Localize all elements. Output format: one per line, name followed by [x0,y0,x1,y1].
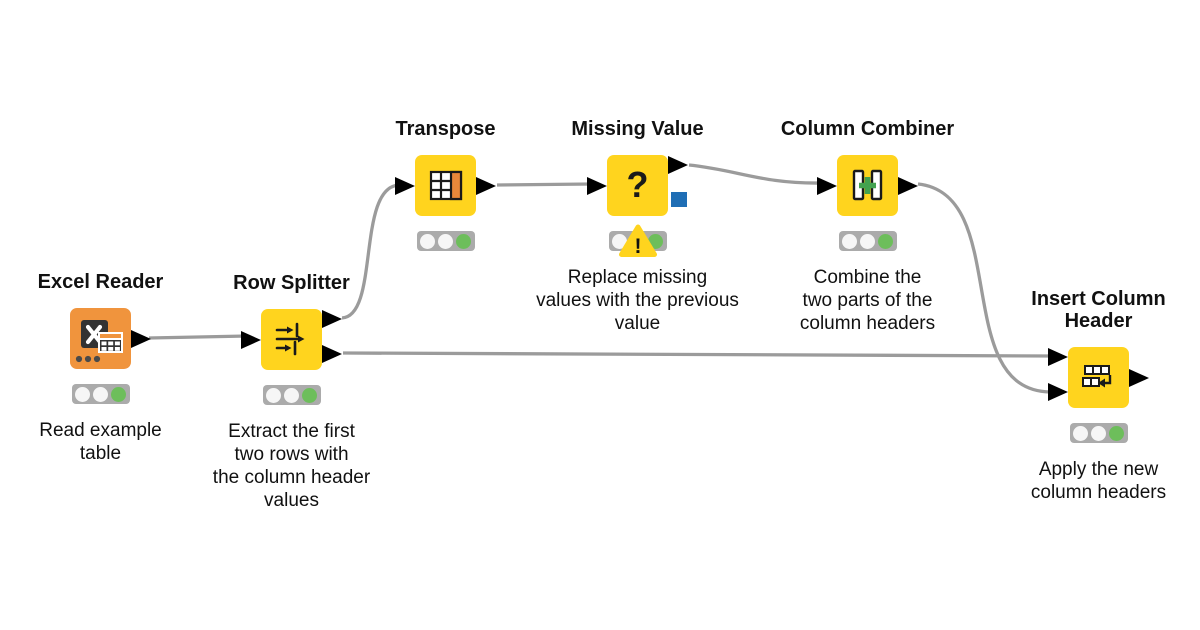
traffic-light: ! [608,224,667,258]
node-title: Excel Reader [37,271,164,293]
node-title: Row Splitter [233,272,350,294]
node-title: Column Combiner [780,118,955,140]
status-light [93,386,108,402]
input-port-bottom[interactable] [1048,383,1068,401]
input-port[interactable] [241,330,261,349]
input-port[interactable] [817,176,837,195]
node-title: Missing Value [571,118,704,140]
node-insert-column-header[interactable]: Insert Column Header Apply the new colum… [1031,288,1166,503]
status-light [456,233,471,249]
status-light [1073,425,1088,441]
status-light [420,233,435,249]
output-port[interactable] [131,329,151,348]
output-port-bottom[interactable] [322,345,342,363]
traffic-light [416,231,475,251]
status-light [75,386,90,402]
node-row-splitter[interactable]: Row Splitter Extract the first two rows … [213,272,370,511]
node-transpose[interactable]: Transpose [395,118,496,251]
status-light [648,233,663,249]
status-light [878,233,893,249]
node-description: Extract the first two rows with the colu… [212,421,371,511]
status-light [842,233,857,249]
column-combiner-icon [852,169,883,201]
model-output-port[interactable] [671,192,687,207]
svg-text:!: ! [634,235,641,258]
excel-reader-icon [75,320,123,363]
output-port[interactable] [898,176,918,195]
connection-rowsplitter-insertheader[interactable] [342,351,1051,358]
connection-transpose-missingvalue[interactable] [496,182,593,187]
status-light [438,233,453,249]
connection-rowsplitter-transpose[interactable] [341,183,401,320]
traffic-light [262,385,321,405]
warning-icon: ! [618,224,657,258]
input-port[interactable] [395,176,415,195]
node-title: Transpose [395,118,496,140]
connection-missingvalue-columncombiner[interactable] [688,163,823,185]
connection-excelreader-rowsplitter[interactable] [148,334,248,340]
output-port[interactable] [668,156,688,174]
connection-columncombiner-insertheader[interactable] [917,182,1051,394]
output-port[interactable] [1129,368,1149,387]
output-port-top[interactable] [322,310,342,328]
node-description: Replace missing values with the previous… [536,267,739,334]
insert-column-header-icon [1082,365,1112,388]
status-light [612,233,627,249]
status-light [284,387,299,403]
output-port[interactable] [476,176,496,195]
traffic-light [71,384,130,404]
status-light [860,233,875,249]
status-light [1091,425,1106,441]
missing-value-icon: ? [627,164,649,205]
input-port-top[interactable] [1048,348,1068,366]
status-light [302,387,317,403]
status-light [1109,425,1124,441]
traffic-light [838,231,897,251]
node-excel-reader[interactable]: Excel Reader Read example table [38,271,164,464]
node-title: Insert Column Header [1031,288,1166,332]
row-splitter-icon [275,322,305,356]
svg-text:?: ? [627,164,649,205]
node-description: Combine the two parts of the column head… [799,267,936,334]
transpose-icon [429,170,463,201]
status-light [111,386,126,402]
node-column-combiner[interactable]: Column Combiner Combine the two parts of… [781,118,954,334]
input-port[interactable] [587,176,607,195]
node-missing-value[interactable]: Missing Value ? ! Replace missing values… [536,118,739,334]
node-description: Apply the new column headers [1030,459,1167,503]
status-light [266,387,281,403]
node-description: Read example table [39,420,162,464]
traffic-light [1069,423,1128,443]
